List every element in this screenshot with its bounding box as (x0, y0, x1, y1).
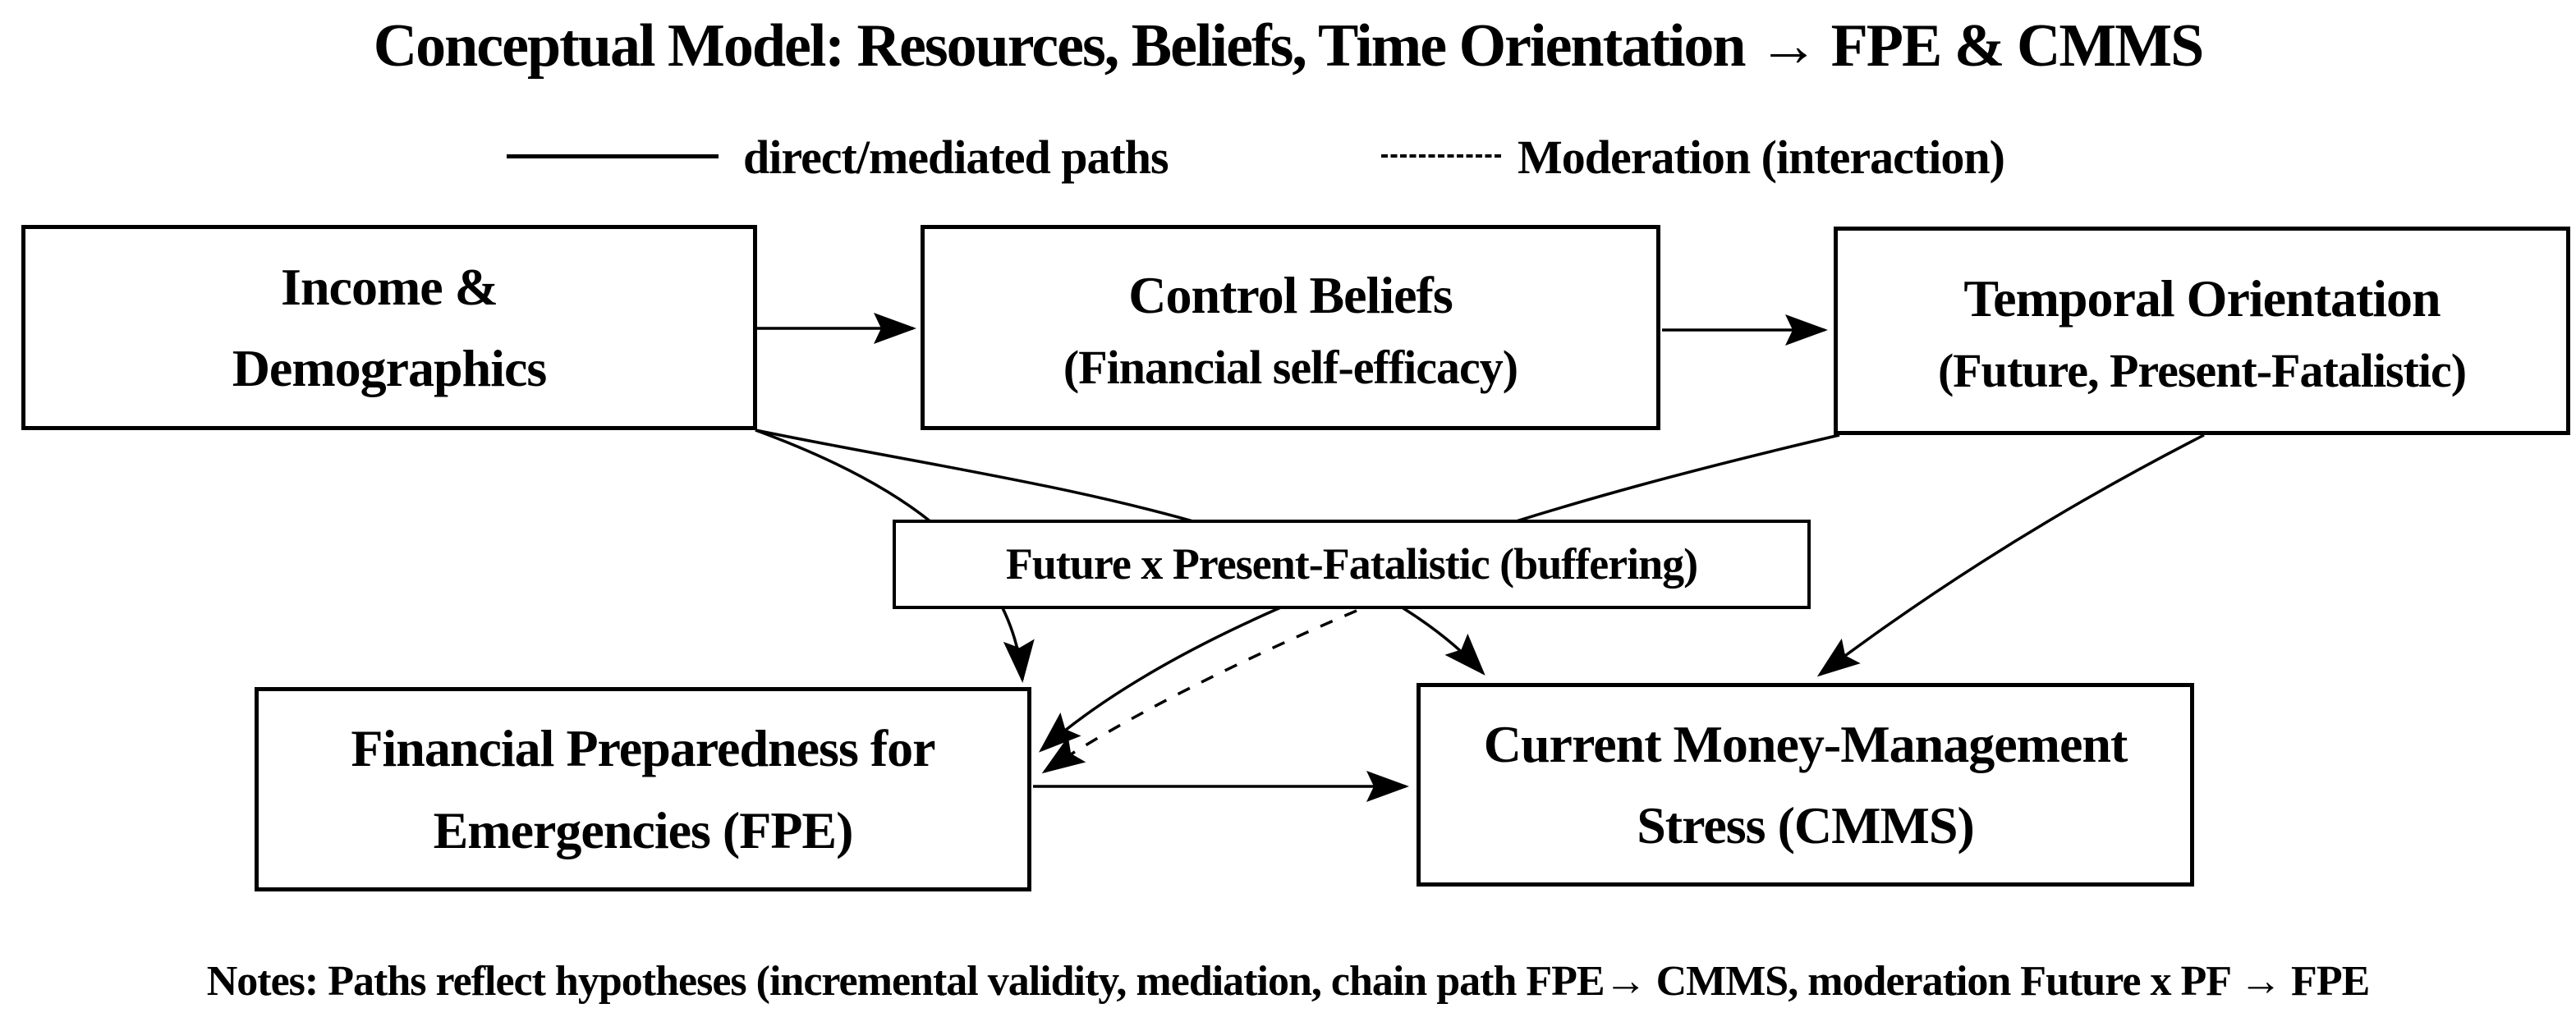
legend-solid-label: direct/mediated paths (743, 130, 1169, 184)
node-fpe: Financial Preparedness for Emergencies (… (255, 687, 1031, 891)
node-label: Control Beliefs (1128, 266, 1453, 325)
node-sublabel: (Future, Present-Fatalistic) (1937, 344, 2467, 398)
notes-text: Notes: Paths reflect hypotheses (increme… (206, 958, 2371, 1005)
node-label: Financial Preparedness for (351, 719, 935, 778)
node-sublabel: Emergencies (FPE) (433, 800, 854, 859)
node-temporal-orientation: Temporal Orientation (Future, Present-Fa… (1834, 227, 2570, 435)
legend-dashed-line-sample (1381, 154, 1501, 158)
node-control-beliefs: Control Beliefs (Financial self-efficacy… (921, 225, 1660, 430)
node-label: Income & (281, 257, 498, 316)
edge-income-to-cmms (755, 428, 1485, 676)
node-sublabel: (Financial self-efficacy) (1063, 341, 1518, 395)
legend-solid-line-sample (507, 154, 719, 158)
legend-dashed-label: Moderation (interaction) (1518, 130, 2005, 184)
edge-interaction-to-fpe-moderation (1041, 609, 1357, 774)
node-label: Current Money-Management (1483, 714, 2128, 773)
node-sublabel: Stress (CMMS) (1637, 796, 1975, 855)
node-future-x-present-fatalistic: Future x Present-Fatalistic (buffering) (893, 520, 1811, 609)
node-label: Demographics (232, 339, 548, 397)
edge-temporal-to-cmms (1816, 433, 2205, 677)
node-label: Temporal Orientation (1963, 269, 2441, 328)
diagram-title: Conceptual Model: Resources, Beliefs, Ti… (373, 12, 2205, 80)
node-label: Future x Present-Fatalistic (buffering) (1005, 539, 1698, 589)
node-cmms: Current Money-Management Stress (CMMS) (1417, 683, 2194, 887)
node-income-demographics: Income & Demographics (21, 225, 757, 430)
